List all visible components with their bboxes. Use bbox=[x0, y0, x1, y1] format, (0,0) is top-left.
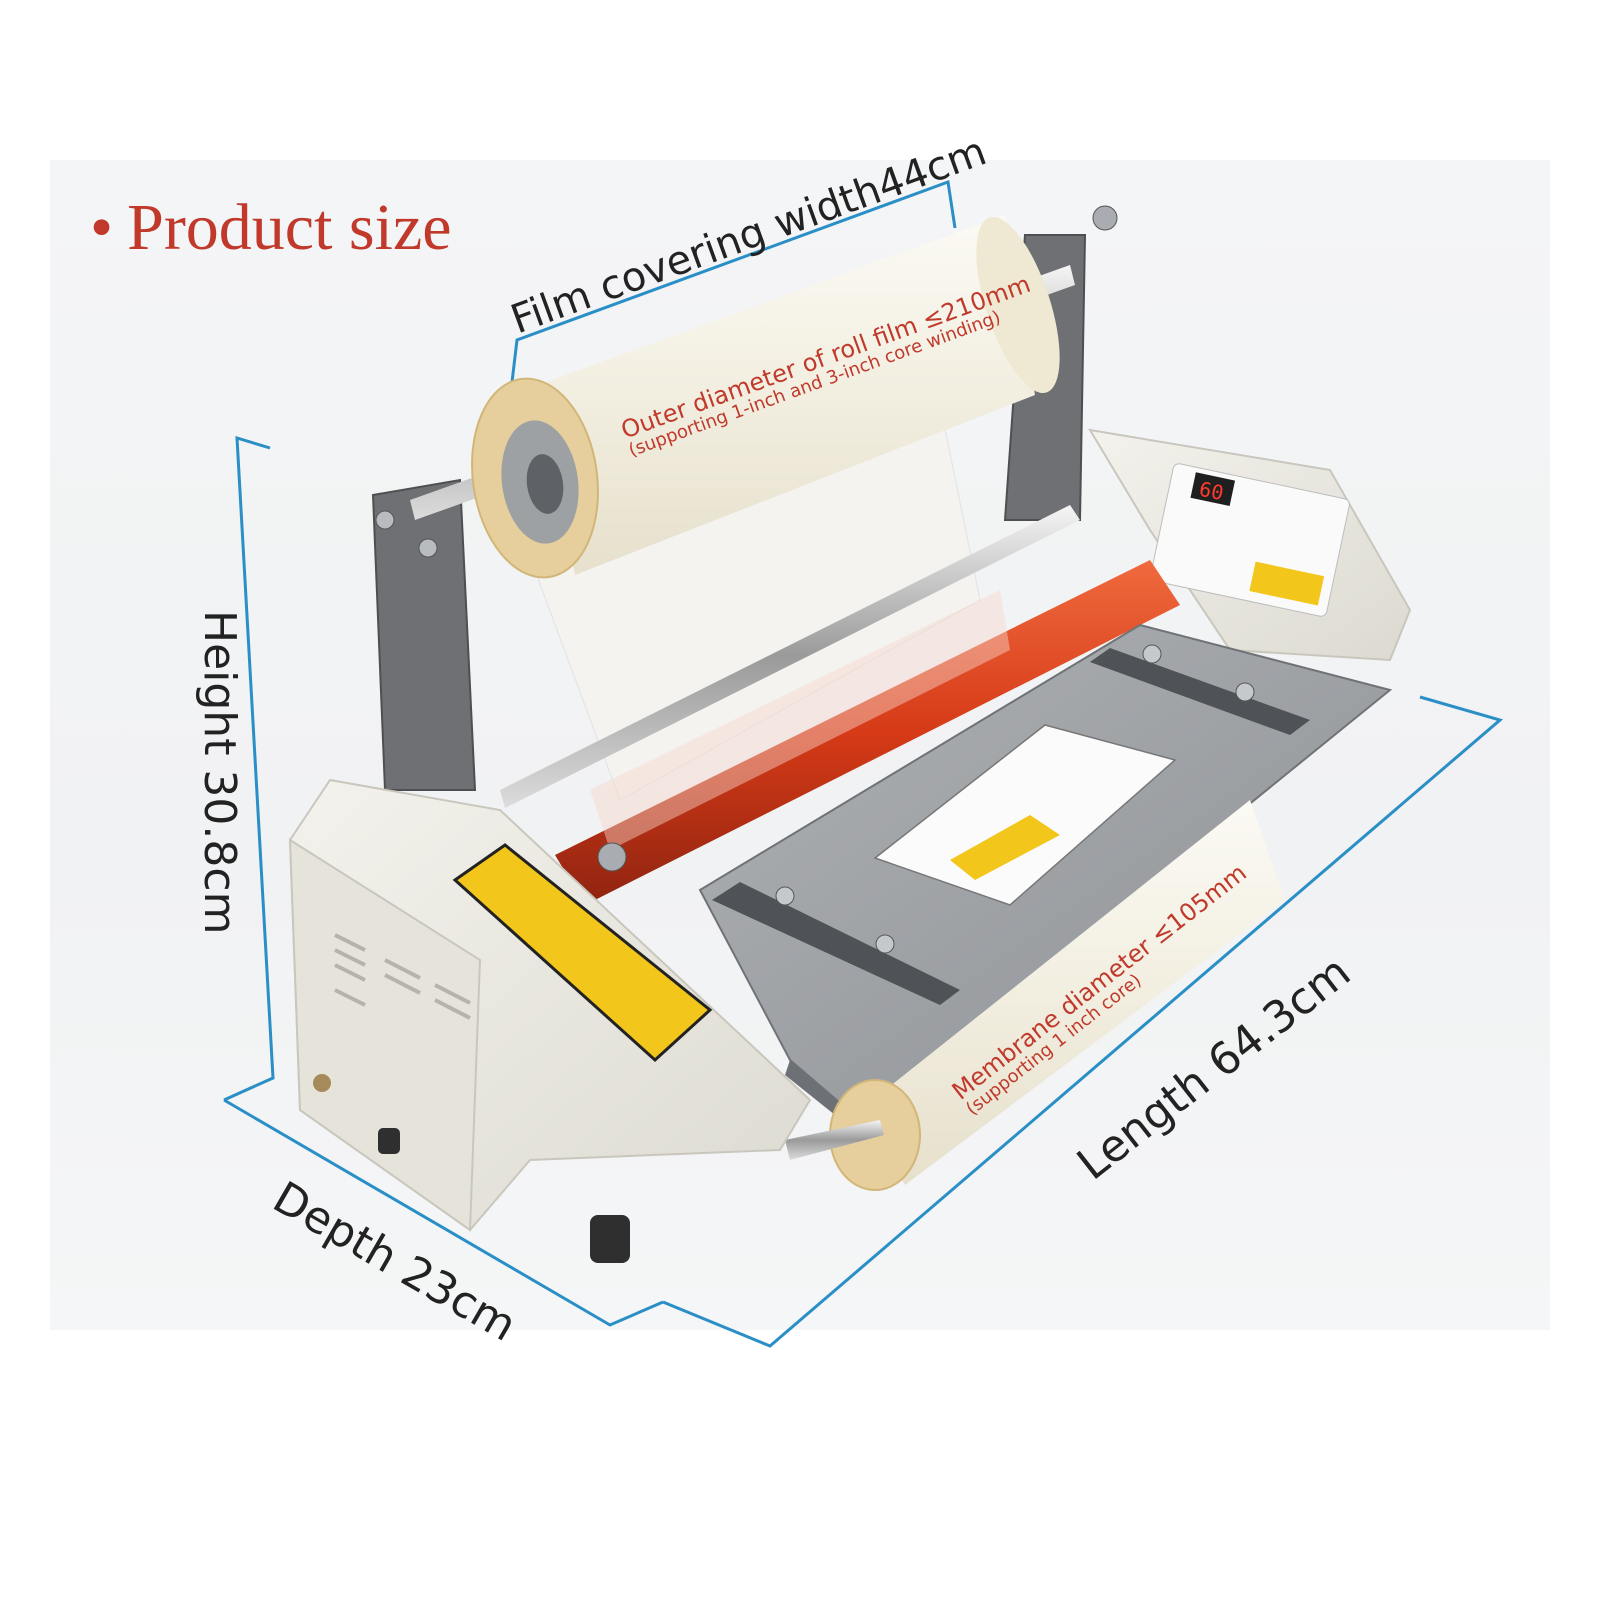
height-dimension-line bbox=[223, 435, 275, 1102]
rear-guide bbox=[1090, 648, 1310, 735]
depth-dimension-line bbox=[223, 1098, 664, 1327]
dimension-lines bbox=[223, 179, 1504, 1348]
film-over-roller bbox=[590, 590, 1010, 850]
film-width-dimension-line bbox=[510, 179, 957, 383]
length-dimension-line bbox=[662, 695, 1504, 1348]
instruction-warning-patch bbox=[950, 815, 1060, 880]
top-film-roll bbox=[471, 215, 1060, 579]
lower-shaft bbox=[785, 1120, 884, 1160]
right-housing: 60 bbox=[1088, 428, 1412, 662]
heading-bullet: • bbox=[90, 191, 114, 264]
temperature-display bbox=[1190, 472, 1236, 507]
height-label: Height 30.8cm bbox=[194, 610, 245, 935]
temperature-readout: 60 bbox=[1197, 477, 1226, 505]
control-warning-label bbox=[1249, 561, 1325, 606]
front-guide bbox=[712, 882, 960, 1005]
foot-left bbox=[378, 1128, 400, 1154]
guide-rod bbox=[500, 505, 1080, 808]
feed-tray bbox=[698, 623, 1393, 1135]
power-jack bbox=[313, 1074, 331, 1092]
left-housing bbox=[288, 778, 812, 1263]
vent-grille bbox=[334, 933, 471, 1020]
left-panel-label bbox=[452, 843, 713, 1063]
bottom-film-roll bbox=[785, 800, 1285, 1191]
red-roller bbox=[555, 560, 1180, 905]
foot-right bbox=[590, 1215, 630, 1263]
heading-text: Product size bbox=[127, 191, 452, 264]
product-size-heading: •Product size bbox=[90, 190, 452, 266]
